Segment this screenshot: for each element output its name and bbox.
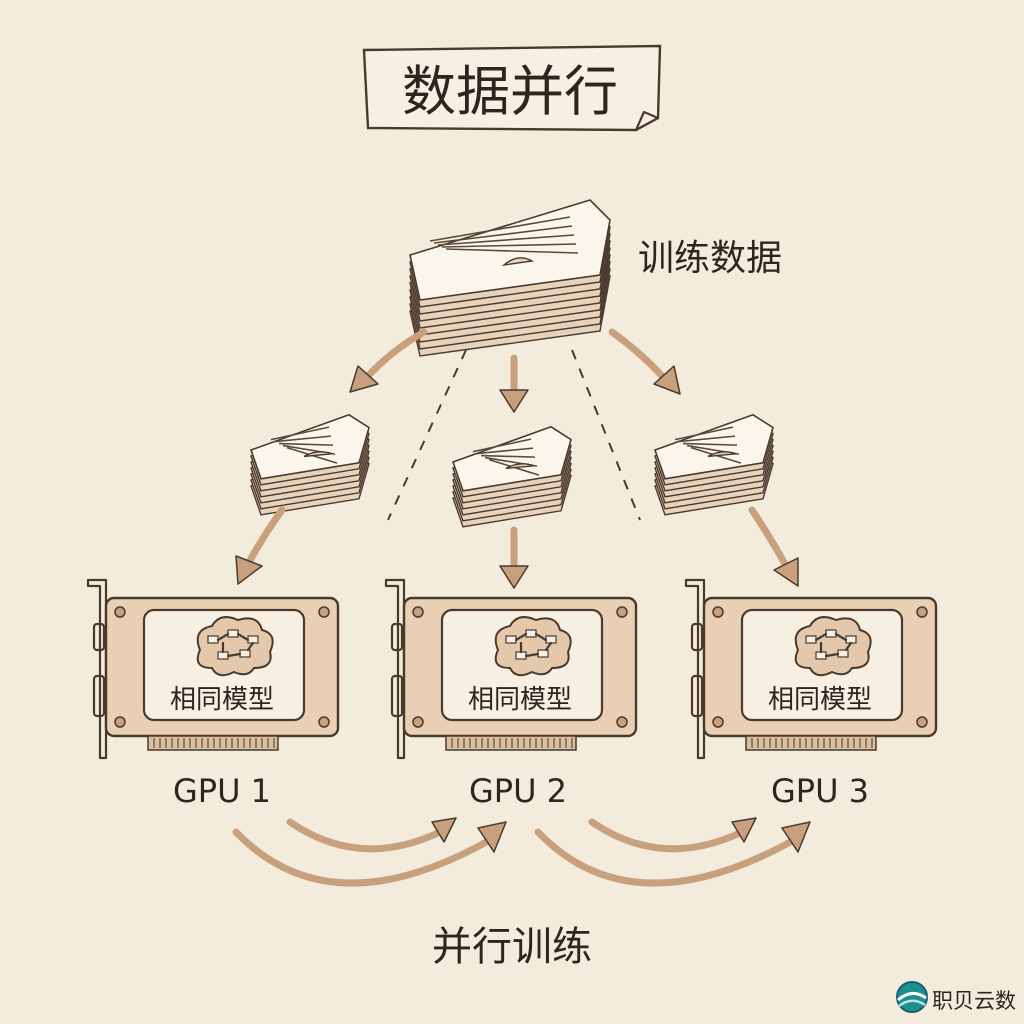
data-shard-3	[653, 413, 774, 516]
shard-arrow-1	[235, 506, 286, 585]
shard-arrow-3	[748, 506, 799, 587]
split-arrow-left	[349, 328, 428, 393]
gpu-3-name: GPU 3	[771, 772, 869, 810]
split-arrow-right	[608, 328, 681, 395]
training-data-stack	[409, 199, 611, 357]
data-shard-1	[249, 413, 370, 516]
parallel-arrows-left	[232, 817, 507, 887]
gpu-card-2: 相同模型	[384, 578, 638, 760]
split-arrow-center	[499, 354, 529, 413]
gpu-card-1: 相同模型	[86, 578, 340, 760]
gpu-2-name: GPU 2	[469, 772, 567, 810]
parallel-training-label: 并行训练	[432, 924, 592, 970]
watermark-text: 职贝云数	[932, 989, 1016, 1013]
separator-line-right	[571, 349, 641, 521]
training-data-label: 训练数据	[638, 238, 782, 279]
shard-arrow-2	[499, 526, 529, 589]
brand-logo	[896, 981, 928, 1013]
gpu-1-model-label: 相同模型	[170, 685, 274, 715]
gpu-1-name: GPU 1	[173, 772, 271, 810]
gpu-3-model-label: 相同模型	[768, 685, 872, 715]
gpu-card-3: 相同模型	[684, 578, 938, 760]
title-box: 数据并行	[362, 44, 662, 132]
gpu-2-model-label: 相同模型	[468, 685, 572, 715]
diagram-title: 数据并行	[402, 60, 618, 123]
data-shard-2	[451, 425, 572, 528]
parallel-arrows-right	[534, 817, 811, 887]
